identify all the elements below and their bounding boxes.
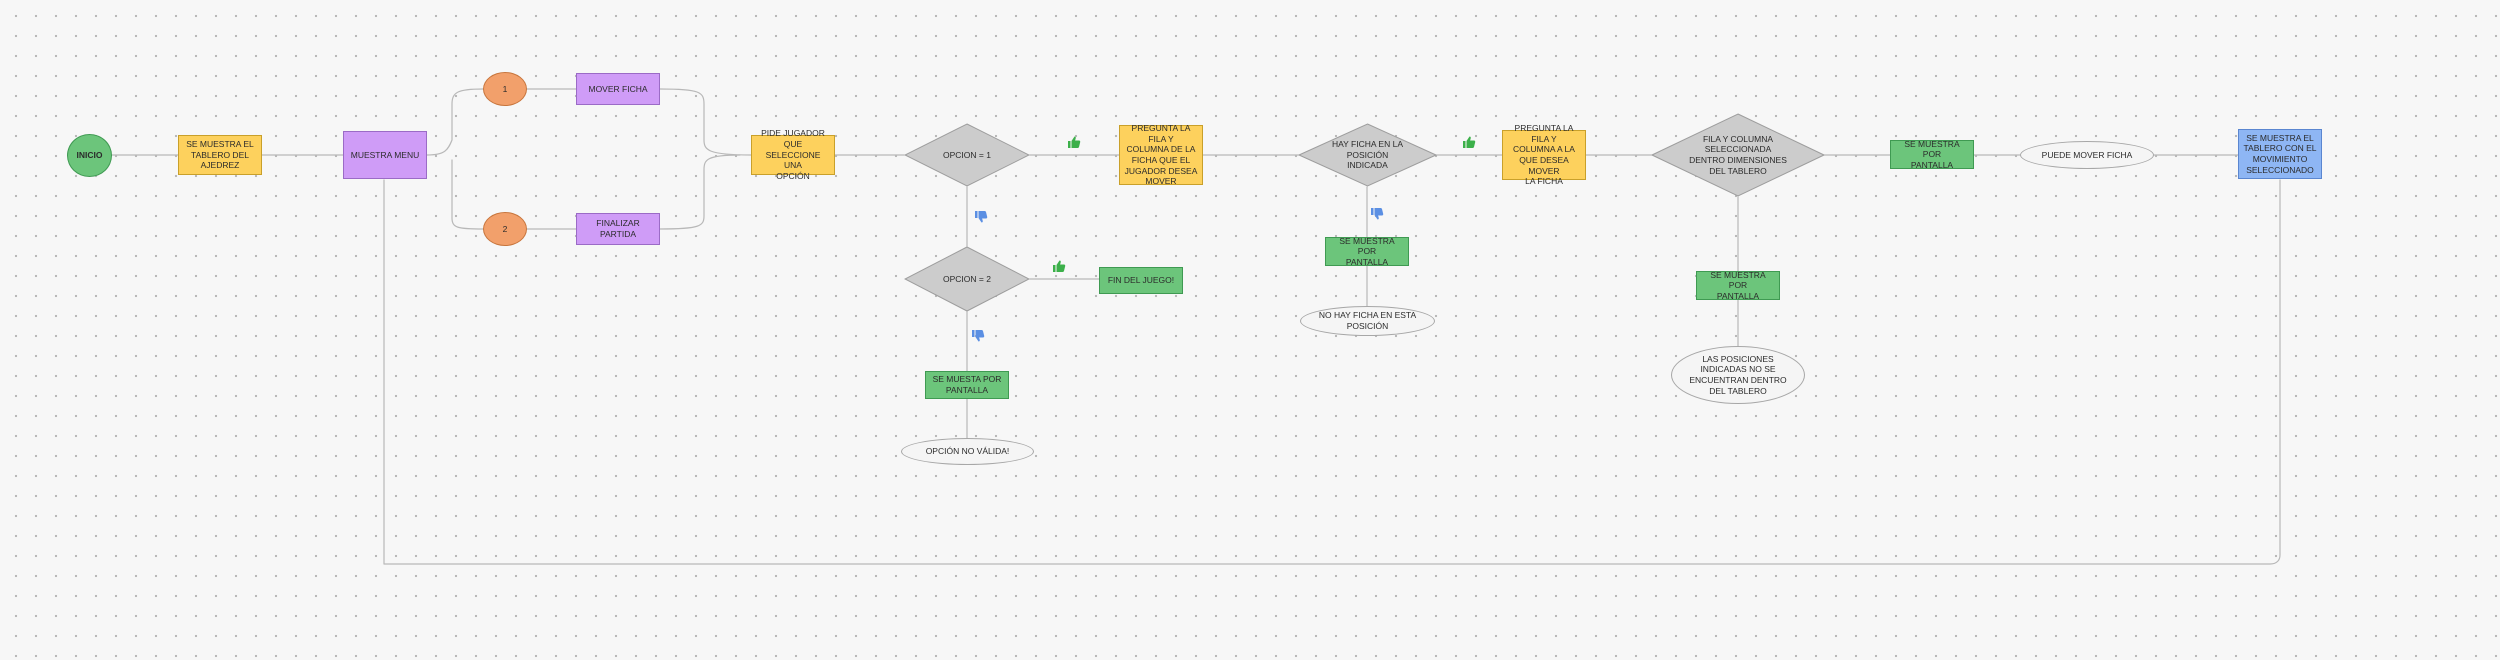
edge-menu-branch2 (451, 159, 484, 230)
decision-label: OPCION = 1 (943, 149, 991, 160)
show-screen-piece-node[interactable]: SE MUESTRA POR PANTALLA (1325, 236, 1409, 267)
thumbs-down-icon (1371, 208, 1384, 220)
show-screen-option-node[interactable]: SE MUESTA POR PANTALLA (925, 371, 1009, 399)
decision-piece-present[interactable]: HAY FICHA EN LA POSICIÓN INDICADA (1298, 123, 1437, 187)
decision-label: OPCION = 2 (943, 273, 991, 284)
out-of-board-node[interactable]: LAS POSICIONES INDICADAS NO SE ENCUENTRA… (1671, 346, 1805, 404)
thumbs-up-icon (1463, 136, 1476, 148)
thumbs-down-icon (972, 330, 985, 342)
thumbs-up-icon (1068, 136, 1081, 148)
diamond-shape (1298, 123, 1437, 187)
decision-label: HAY FICHA EN LA POSICIÓN INDICADA (1331, 139, 1403, 171)
invalid-option-node[interactable]: OPCIÓN NO VÁLIDA! (901, 438, 1034, 465)
edge-finalizar-merge (659, 154, 741, 230)
diamond-shape (904, 246, 1030, 312)
no-piece-node[interactable]: NO HAY FICHA EN ESTA POSICIÓN (1300, 306, 1435, 336)
finish-game-node[interactable]: FINALIZAR PARTIDA (576, 213, 660, 245)
can-move-node[interactable]: PUEDE MOVER FICHA (2020, 141, 2154, 169)
ask-option-node[interactable]: PIDE JUGADOR QUE SELECCIONE UNA OPCIÓN (751, 128, 835, 181)
decision-option-2[interactable]: OPCION = 2 (904, 246, 1030, 312)
show-final-board-node[interactable]: SE MUESTRA EL TABLERO CON EL MOVIMIENTO … (2238, 129, 2322, 179)
show-menu-node[interactable]: MUESTRA MENU (343, 131, 427, 179)
thumbs-down-icon (975, 211, 988, 223)
decision-label: FILA Y COLUMNA SELECCIONADA DENTRO DIMEN… (1689, 133, 1787, 176)
diamond-shape (904, 123, 1030, 187)
show-screen-ok-node[interactable]: SE MUESTRA POR PANTALLA (1890, 139, 1974, 170)
diamond-shape (1651, 113, 1825, 197)
move-piece-node[interactable]: MOVER FICHA (576, 73, 660, 105)
option-1-node[interactable]: 1 (483, 72, 527, 106)
start-node[interactable]: INICIO (67, 134, 112, 177)
edge-loop-back (383, 179, 2281, 565)
ask-destination-node[interactable]: PREGUNTA LA FILA Y COLUMNA A LA QUE DESE… (1502, 123, 1586, 186)
edge-mover-merge (659, 88, 752, 156)
ask-piece-position-node[interactable]: PREGUNTA LA FILA Y COLUMNA DE LA FICHA Q… (1119, 123, 1203, 186)
edge-menu-branch (426, 88, 484, 156)
show-board-node[interactable]: SE MUESTRA EL TABLERO DEL AJEDREZ (178, 135, 262, 175)
decision-option-1[interactable]: OPCION = 1 (904, 123, 1030, 187)
show-screen-dimension-node[interactable]: SE MUESTRA POR PANTALLA (1696, 270, 1780, 301)
decision-within-board[interactable]: FILA Y COLUMNA SELECCIONADA DENTRO DIMEN… (1651, 113, 1825, 197)
option-2-node[interactable]: 2 (483, 212, 527, 246)
thumbs-up-icon (1053, 260, 1066, 272)
game-over-node[interactable]: FIN DEL JUEGO! (1099, 267, 1183, 294)
